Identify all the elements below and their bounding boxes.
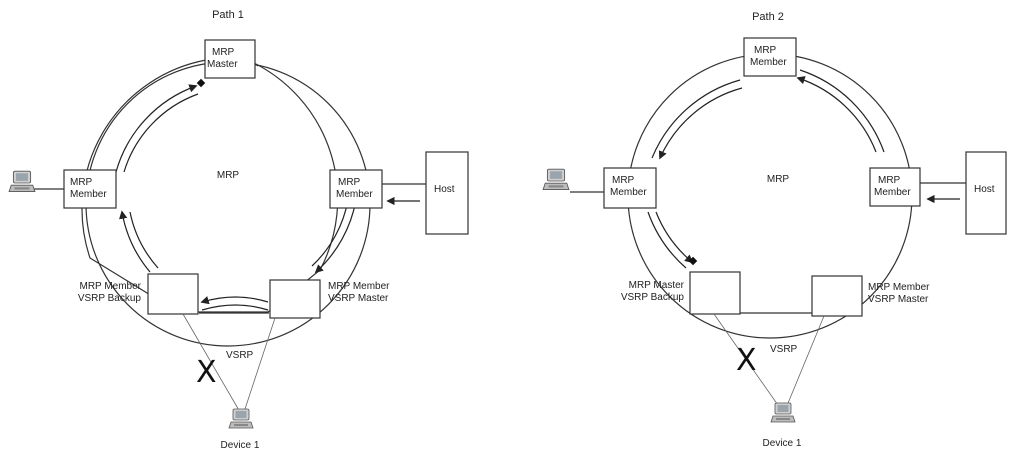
node-label-line2: Member [70, 189, 107, 200]
computer-icon [228, 408, 254, 429]
flow-arrow-left-top-rail [651, 79, 741, 159]
bottom-right-label-line2: VSRP Master [328, 293, 389, 304]
flow-arrow-left-up [119, 210, 151, 273]
node-label-line2: Master [207, 59, 238, 70]
vsrp-label: VSRP [770, 344, 798, 355]
bottom-left-label-line2: VSRP Backup [621, 292, 685, 303]
bottom-right-label-line2: VSRP Master [868, 294, 929, 305]
vsrp-link-right [785, 315, 825, 409]
host-box: Host [425, 151, 469, 235]
device-label: Device 1 [763, 438, 802, 449]
node-label-line2: Member [336, 189, 373, 200]
node-label-line1: MRP [338, 177, 361, 188]
bottom-right-label-line1: MRP Member [868, 282, 930, 293]
blocked-port-marker [688, 256, 698, 266]
link-failure-mark: X [196, 355, 217, 390]
node-label-line1: MRP [212, 47, 235, 58]
mrp-ring [81, 59, 339, 313]
host-label: Host [434, 184, 455, 195]
node-label-line1: MRP [612, 175, 635, 186]
node-label-line2: Member [874, 187, 911, 198]
blocked-port-marker [196, 78, 206, 88]
path-2-diagram: Path 2 MRP MRP Member MRP Member MRP Mem… [542, 11, 1007, 449]
host-box: Host [965, 151, 1007, 235]
mrp-member-left-node: MRP Member [603, 167, 657, 209]
node-label-line1: MRP [878, 175, 901, 186]
mrp-master-node: MRP Master [204, 39, 256, 79]
flow-arrow-left-up-rail [129, 211, 159, 269]
vsrp-label: VSRP [226, 350, 254, 361]
flow-arrow-left-top [115, 84, 198, 173]
flow-arrow-bottom-rail [201, 304, 269, 311]
mrp-member-right-node: MRP Member [329, 169, 383, 209]
bottom-left-label-line1: MRP Master [629, 280, 685, 291]
node-label-line2: Member [610, 187, 647, 198]
bottom-right-label-line1: MRP Member [328, 281, 390, 292]
vsrp-link-right [243, 317, 276, 413]
bottom-left-label-line2: VSRP Backup [78, 293, 142, 304]
flow-arrow-bottom [200, 296, 269, 305]
computer-icon [8, 170, 36, 193]
host-label: Host [974, 184, 995, 195]
vsrp-master-node [269, 279, 321, 319]
vsrp-backup-node [147, 273, 199, 315]
vsrp-backup-node [689, 271, 741, 315]
computer-icon [770, 402, 796, 423]
node-label-line2: Member [750, 57, 787, 68]
path-2-title: Path 2 [752, 11, 784, 23]
flow-arrow-right-down-rail [311, 199, 349, 267]
vsrp-master-node [811, 275, 863, 317]
path-1-diagram: Path 1 MRP MRP Master MRP Member [8, 9, 469, 451]
mrp-member-top-node: MRP Member [743, 37, 797, 77]
bottom-left-label-line1: MRP Member [80, 281, 142, 292]
computer-icon [542, 168, 570, 191]
link-failure-mark: X [736, 343, 757, 378]
path-1-title: Path 1 [212, 9, 244, 21]
ring-label: MRP [217, 170, 240, 181]
mrp-member-right-node: MRP Member [869, 167, 921, 207]
flow-arrow-left-top [658, 87, 743, 160]
device-label: Device 1 [221, 440, 260, 451]
flow-arrow-left-down [655, 211, 694, 264]
flow-arrow-right-top [796, 76, 877, 153]
node-label-line1: MRP [70, 177, 93, 188]
node-label-line1: MRP [754, 45, 777, 56]
flow-arrow-left-top-rail [123, 93, 199, 173]
flow-arrow-left-down-rail [647, 211, 687, 269]
vsrp-link-left [182, 313, 241, 413]
flow-arrow-right-top-rail [799, 69, 885, 153]
ring-label: MRP [767, 174, 790, 185]
mrp-member-left-node: MRP Member [63, 169, 117, 209]
vsrp-link-left [713, 313, 781, 409]
